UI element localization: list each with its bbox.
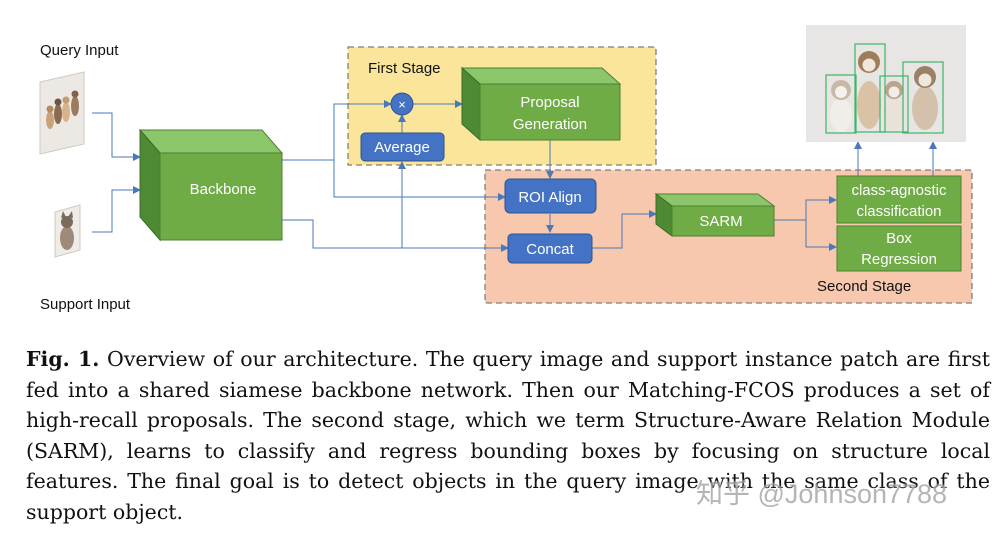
kitten-4 <box>912 66 938 130</box>
roi-align-block: ROI Align <box>504 178 597 214</box>
detection-box <box>902 61 944 134</box>
kitten-2 <box>857 51 881 129</box>
backbone-block: Backbone <box>138 128 284 242</box>
sarm-block: SARM <box>654 193 776 237</box>
proposal-generation-block: Proposal Generation <box>460 66 622 142</box>
proposal-label-line1: Proposal <box>520 94 579 111</box>
proposal-label-line2: Generation <box>513 116 587 133</box>
figure-number: Fig. 1. <box>26 347 100 371</box>
kitten-3 <box>884 81 904 130</box>
query-image-thumbnail <box>39 71 85 155</box>
connector-lines <box>92 100 937 252</box>
second-stage-label: Second Stage <box>817 278 911 295</box>
classification-label-line2: classification <box>856 203 941 220</box>
multiply-node: × <box>390 92 414 116</box>
average-block: Average <box>360 132 445 162</box>
support-image-thumbnail <box>54 204 81 258</box>
backbone-label: Backbone <box>190 181 257 198</box>
output-detection-image <box>806 25 966 142</box>
concat-block: Concat <box>507 233 593 264</box>
sarm-label: SARM <box>699 213 742 230</box>
concat-label: Concat <box>526 241 574 258</box>
box-regression-head: Box Regression <box>836 225 962 272</box>
kitten-1 <box>830 80 852 132</box>
detection-box <box>879 75 909 133</box>
detection-box <box>854 43 886 133</box>
classification-label-line1: class-agnostic <box>851 182 947 199</box>
multiply-symbol: × <box>398 97 406 112</box>
detection-boxes <box>825 43 944 134</box>
architecture-diagram: First Stage Second Stage Query Input Sup… <box>39 25 973 313</box>
box-regression-label-line1: Box <box>886 230 912 247</box>
figure-caption: Fig. 1. Overview of our architecture. Th… <box>26 344 990 527</box>
first-stage-label: First Stage <box>368 60 441 77</box>
average-label: Average <box>374 139 430 156</box>
classification-head: class-agnostic classification <box>836 175 962 224</box>
box-regression-label-line2: Regression <box>861 251 937 268</box>
roi-align-label: ROI Align <box>518 189 581 206</box>
zhihu-watermark: 知乎 @Johnson7788 <box>696 479 948 509</box>
detection-box <box>825 74 857 134</box>
caption-text: Overview of our architecture. The query … <box>26 347 990 524</box>
query-input-label: Query Input <box>40 42 119 59</box>
support-input-label: Support Input <box>40 296 131 313</box>
